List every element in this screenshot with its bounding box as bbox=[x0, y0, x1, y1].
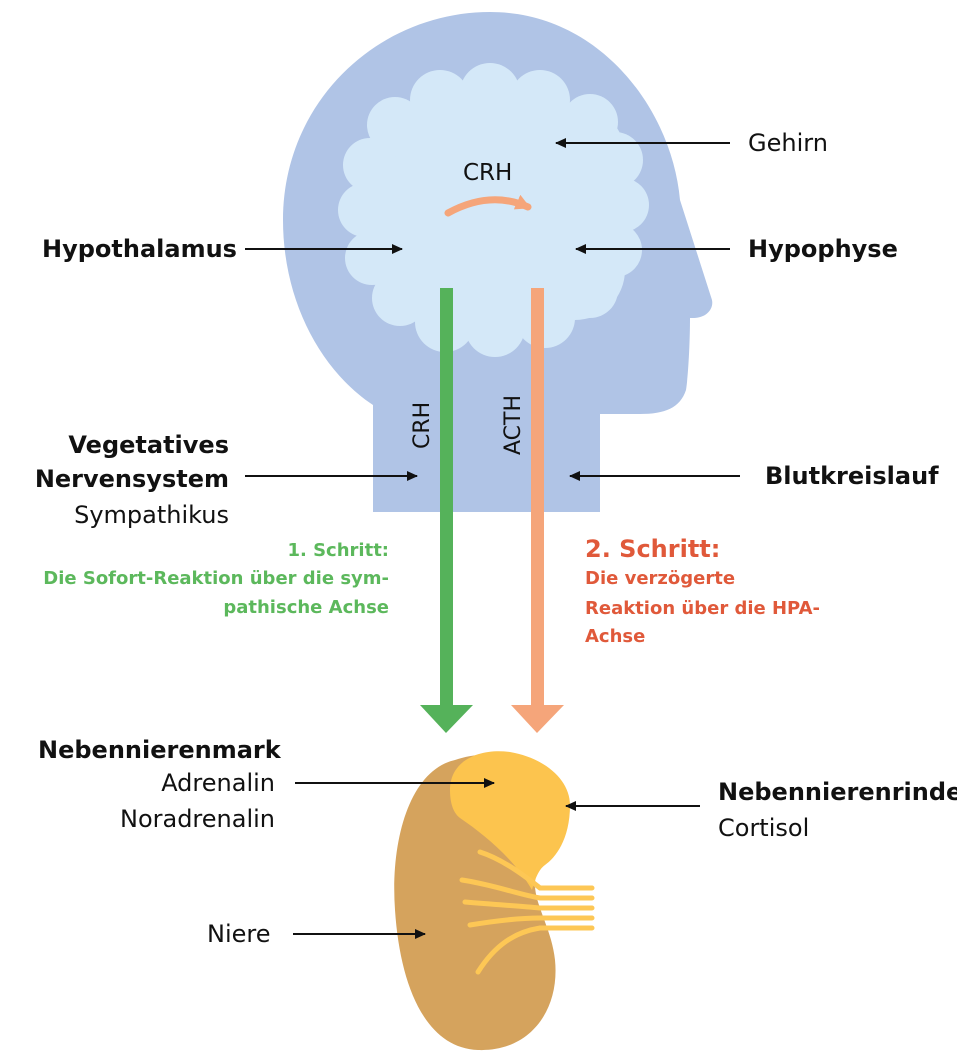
nebennierenrinde-label: Nebennierenrinde bbox=[718, 777, 957, 807]
sympathikus-label: Sympathikus bbox=[74, 500, 229, 530]
crh-top-label: CRH bbox=[463, 158, 512, 188]
acth-vertical-label: ACTH bbox=[501, 395, 526, 455]
vegetatives-line1: Vegetatives bbox=[68, 430, 229, 460]
gehirn-label: Gehirn bbox=[748, 128, 828, 158]
orange-arrow-shaft bbox=[531, 288, 544, 708]
vegetatives-line2: Nervensystem bbox=[35, 464, 229, 494]
step1-title: 1. Schritt: bbox=[287, 538, 389, 564]
noradrenalin-label: Noradrenalin bbox=[120, 804, 275, 834]
hypothalamus-label: Hypothalamus bbox=[42, 234, 237, 264]
adrenalin-label: Adrenalin bbox=[161, 768, 275, 798]
step2-line3: Achse bbox=[585, 624, 645, 650]
nebennierenmark-label: Nebennierenmark bbox=[38, 735, 281, 765]
blutkreislauf-label: Blutkreislauf bbox=[765, 461, 939, 491]
cortisol-label: Cortisol bbox=[718, 813, 809, 843]
orange-arrow-head bbox=[511, 705, 564, 733]
green-arrow-head bbox=[420, 705, 473, 733]
brain-cloud bbox=[338, 63, 649, 357]
step1-line2: pathische Achse bbox=[223, 595, 389, 621]
step2-line2: Reaktion über die HPA- bbox=[585, 596, 820, 622]
step1-line1: Die Sofort-Reaktion über die sym- bbox=[43, 566, 389, 592]
niere-label: Niere bbox=[207, 919, 271, 949]
green-arrow-shaft bbox=[440, 288, 453, 708]
step2-line1: Die verzögerte bbox=[585, 566, 735, 592]
step2-title: 2. Schritt: bbox=[585, 534, 720, 564]
hypophyse-label: Hypophyse bbox=[748, 234, 898, 264]
crh-vertical-label: CRH bbox=[410, 402, 435, 449]
